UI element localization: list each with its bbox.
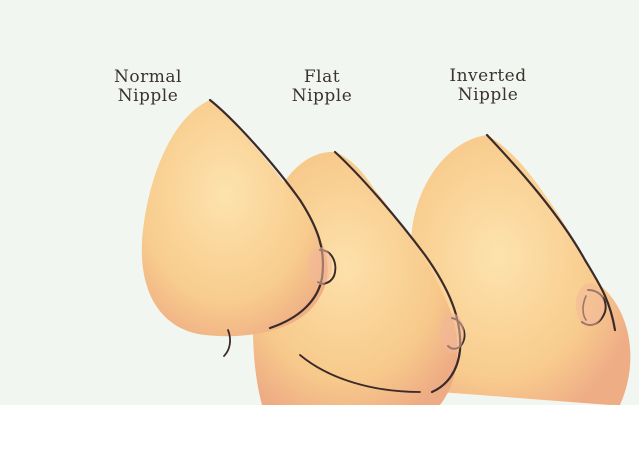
normal-label-line1: Normal (114, 67, 182, 87)
breast-shapes-figure (141, 98, 631, 405)
normal-nipple-shape (141, 98, 337, 357)
flat-nipple-label: Flat Nipple (270, 68, 374, 106)
illustration-panel: Normal Nipple Flat Nipple Inverted Nippl… (0, 0, 639, 405)
inverted-nipple-label: Inverted Nipple (426, 67, 550, 105)
inverted-label-line1: Inverted (449, 66, 527, 86)
normal-nipple-label: Normal Nipple (96, 68, 200, 106)
flat-label-line1: Flat (303, 67, 341, 87)
normal-label-line2: Nipple (117, 86, 179, 106)
inverted-label-line2: Nipple (457, 85, 519, 105)
flat-label-line2: Nipple (291, 86, 353, 106)
